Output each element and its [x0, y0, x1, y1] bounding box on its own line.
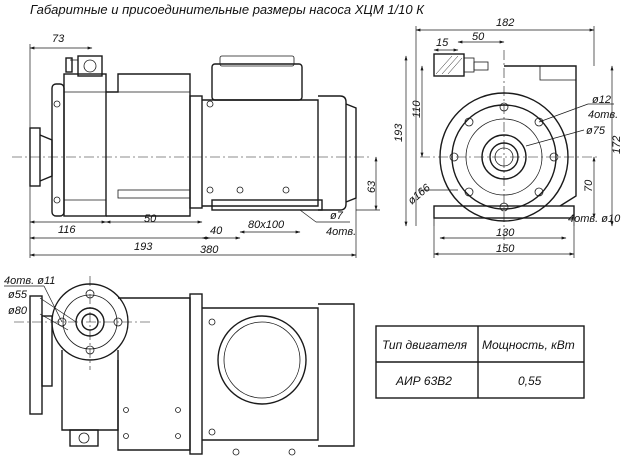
- side-dim-70: 70: [583, 179, 595, 192]
- front-dim-80x100: 80x100: [248, 219, 285, 231]
- side-dim-130: 130: [496, 227, 515, 239]
- side-dim-172: 172: [611, 136, 623, 154]
- front-dim-193: 193: [134, 241, 153, 253]
- side-dim-150: 150: [496, 243, 515, 255]
- table-cell-motor-type: АИР 63В2: [395, 374, 452, 388]
- front-dim-380: 380: [200, 244, 219, 256]
- side-dim-50: 50: [472, 31, 485, 43]
- front-holes-label: 4отв.: [326, 226, 356, 238]
- side-view: 182 50 15 110 193 ø12 4отв. ø75 172 ø166…: [393, 17, 623, 258]
- top-dim-d55: ø55: [8, 289, 28, 301]
- side-dim-d75: ø75: [586, 125, 606, 137]
- side-holes-label: 4отв.: [588, 109, 618, 121]
- front-dim-63: 63: [366, 180, 378, 193]
- side-dim-d166: ø166: [406, 181, 434, 207]
- drawing-title: Габаритные и присоединительные размеры н…: [30, 2, 425, 17]
- table-header-motor-type: Тип двигателя: [382, 338, 468, 352]
- front-dim-d7: ø7: [330, 210, 344, 222]
- side-dim-193: 193: [393, 123, 405, 142]
- front-dim-40: 40: [210, 225, 223, 237]
- side-dim-d12: ø12: [592, 94, 611, 106]
- front-view: 73 116 50 193 40 80x100 380 63 ø7 4отв.: [12, 33, 380, 258]
- table-cell-power: 0,55: [518, 374, 542, 388]
- top-view: 4отв. ø11 ø55 ø80: [4, 275, 355, 456]
- side-dim-182: 182: [496, 17, 514, 29]
- table-header-power: Мощность, кВт: [482, 338, 575, 352]
- front-dim-116: 116: [58, 224, 76, 236]
- front-dim-73: 73: [52, 33, 65, 45]
- side-dim-110: 110: [411, 100, 423, 118]
- top-dim-d80: ø80: [8, 305, 28, 317]
- top-holes-d11: 4отв. ø11: [4, 275, 55, 287]
- side-dim-15: 15: [436, 37, 449, 49]
- side-holes-d10: 4отв. ø10: [568, 213, 621, 225]
- motor-table: Тип двигателя Мощность, кВт АИР 63В2 0,5…: [375, 325, 585, 399]
- front-dim-50: 50: [144, 213, 157, 225]
